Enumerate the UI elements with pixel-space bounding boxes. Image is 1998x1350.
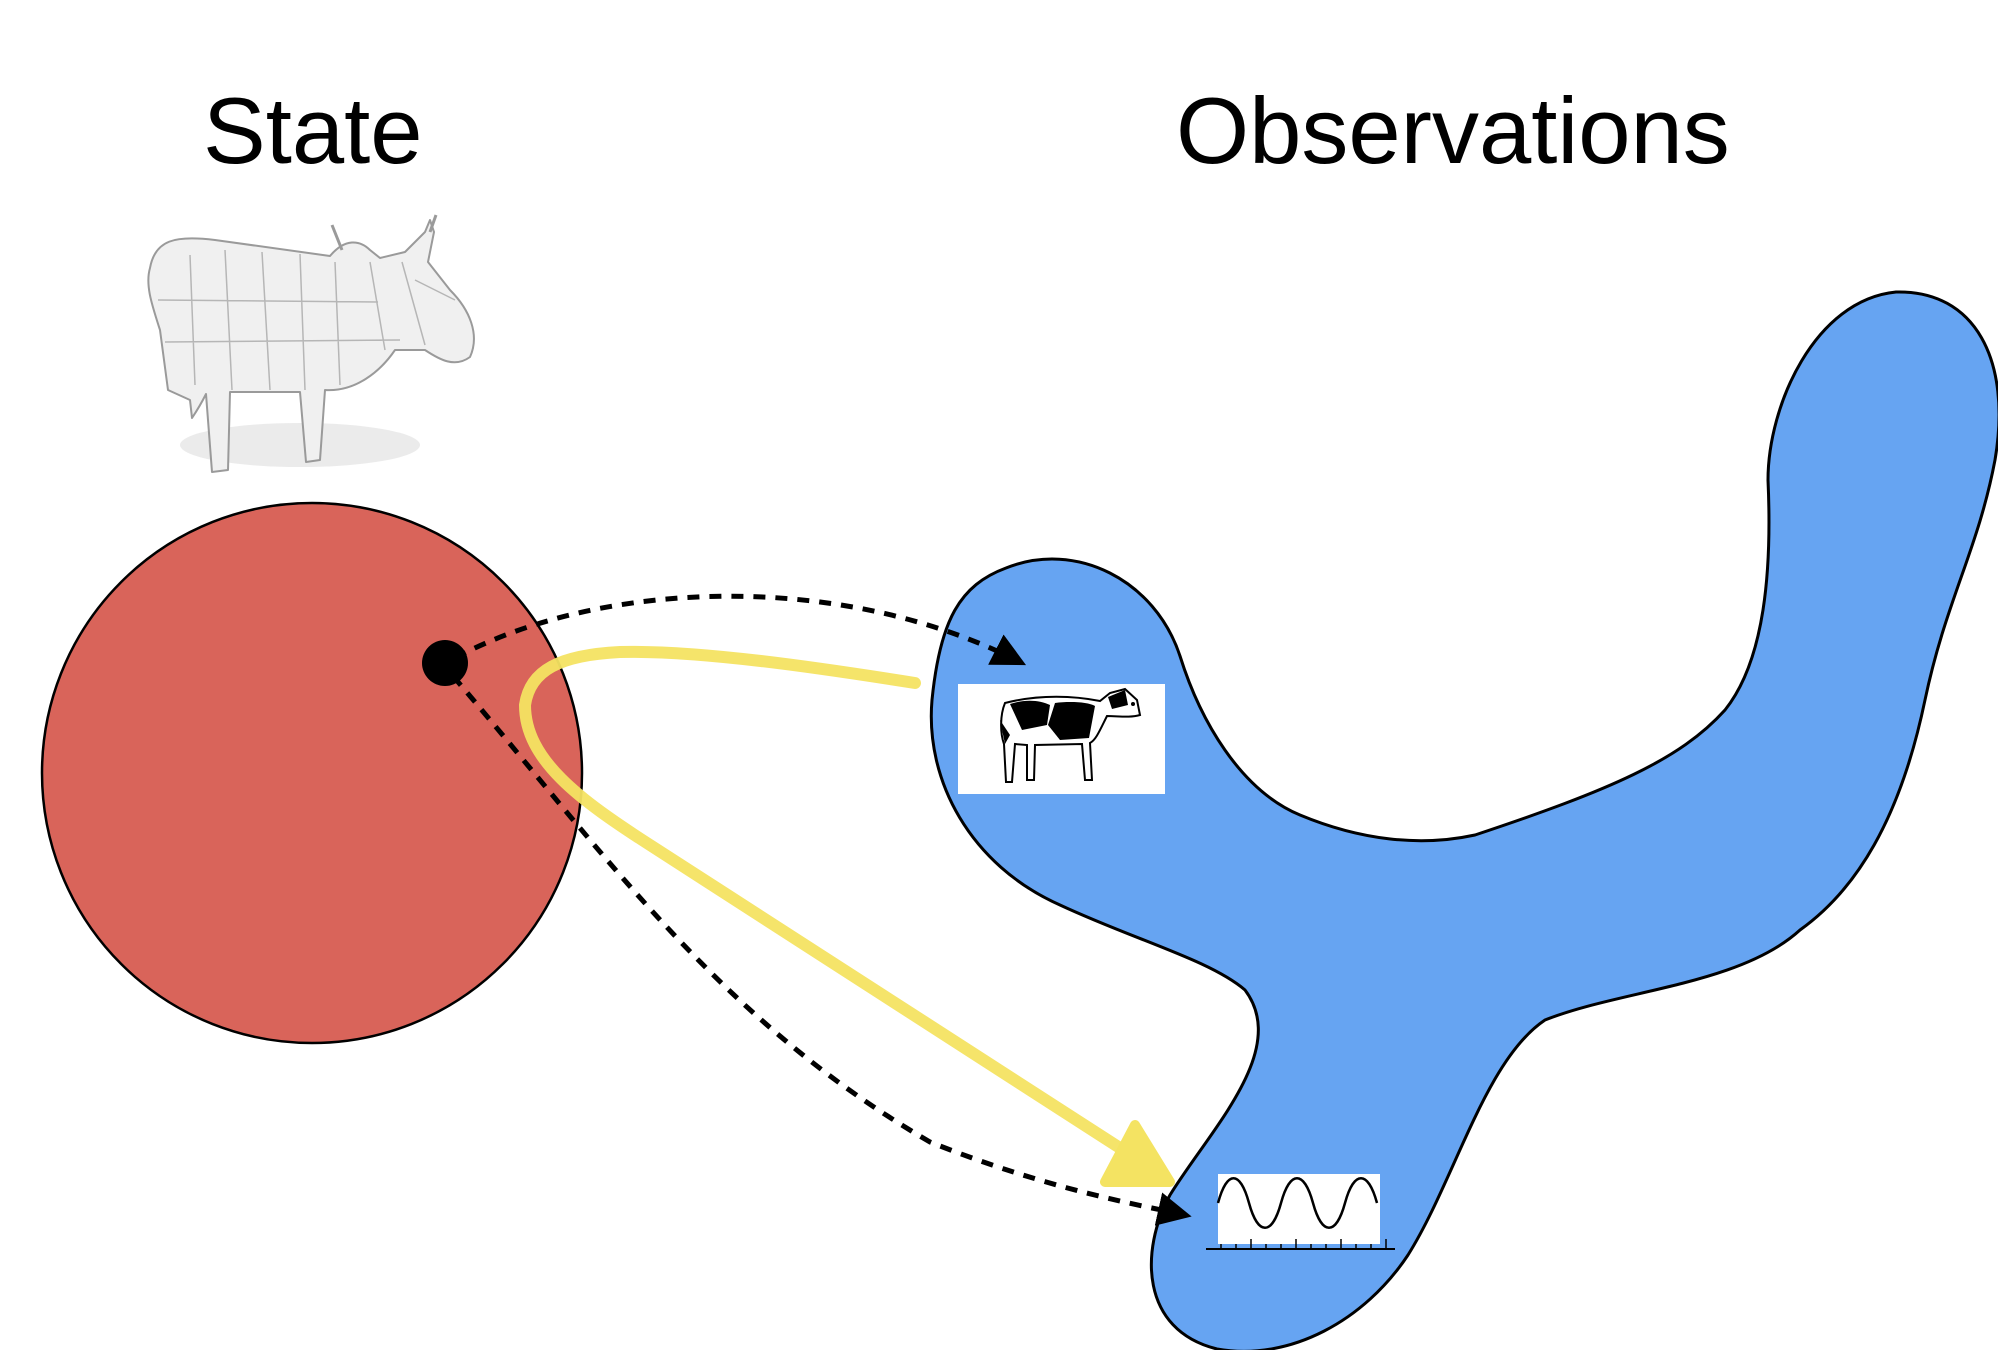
state-point <box>422 640 468 686</box>
dashed-arrow-to-image <box>453 593 1027 666</box>
dashed-arrow-to-signal <box>451 674 1192 1226</box>
3d-wireframe-cow-icon <box>147 214 475 473</box>
observations-heading: Observations <box>1176 78 1730 183</box>
cow-drawing-icon <box>958 684 1165 794</box>
state-space <box>40 501 584 1045</box>
observation-space <box>929 290 1998 1350</box>
state-heading: State <box>203 78 423 183</box>
sine-wave-icon <box>1206 1174 1395 1250</box>
sketched-yellow-arrow <box>519 645 1175 1187</box>
